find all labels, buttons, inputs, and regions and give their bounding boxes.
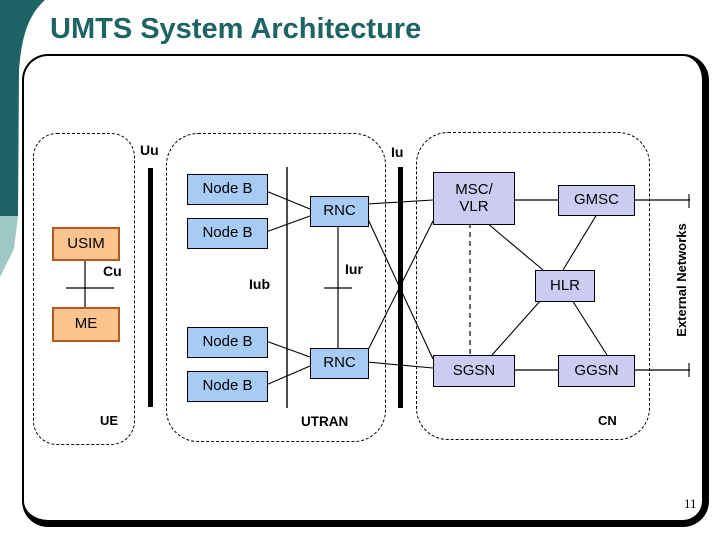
node-box-rnc-1: RNC (310, 196, 369, 227)
connector-hlr-ggsn (571, 299, 608, 356)
connector-rnc1-sgsn (366, 216, 434, 360)
connector-rnc2-sgsn (366, 361, 434, 369)
interface-label-iur: Iur (345, 261, 363, 277)
interface-label-iu: Iu (391, 144, 404, 160)
node-box-rnc-2: RNC (310, 348, 369, 379)
group-ue (33, 133, 135, 445)
connector-mscvlr-hlr (486, 222, 544, 271)
node-box-sgsn: SGSN (433, 355, 515, 387)
node-box-gmsc: GMSC (558, 185, 635, 216)
group-label-ue: UE (100, 413, 119, 428)
interface-label-iub: Iub (249, 276, 270, 292)
group-cn (416, 132, 650, 440)
slide-corner-decoration (0, 0, 45, 277)
connector-nodeb1-rnc1 (265, 190, 311, 210)
node-box-usim: USIM (52, 227, 120, 261)
connector-nodeb3-rnc2 (265, 340, 311, 358)
group-label-utran: UTRAN (301, 414, 349, 429)
group-utran (166, 133, 386, 442)
node-box-hlr: HLR (535, 270, 595, 302)
page-title: UMTS System Architecture (50, 13, 422, 45)
external-networks-label: External Networks (674, 223, 689, 337)
connector-nodeb4-rnc2 (265, 365, 311, 386)
connector-gmsc-hlr (562, 213, 598, 271)
node-box-me: ME (52, 307, 120, 342)
corner-wedge-dark (0, 0, 45, 216)
node-box-ggsn: GGSN (558, 355, 635, 387)
connector-rnc1-mscvlr (366, 199, 434, 205)
connector-rnc2-mscvlr (366, 220, 434, 353)
connector-nodeb2-rnc1 (265, 215, 311, 233)
group-label-cn: CN (598, 413, 617, 428)
mscvlr-label-top: MSC/ (455, 180, 493, 198)
connector-hlr-sgsn (491, 299, 542, 356)
node-box-mscvlr: MSC/ VLR (433, 172, 515, 225)
node-box-nodeb-3: Node B (187, 327, 268, 358)
node-box-nodeb-2: Node B (187, 218, 268, 249)
node-box-nodeb-4: Node B (187, 371, 268, 402)
page-number: 11 (684, 496, 697, 511)
interface-label-uu: Uu (140, 142, 159, 158)
interface-label-cu: Cu (103, 263, 122, 279)
mscvlr-label-bottom: VLR (459, 197, 489, 215)
edge-band-light (0, 216, 18, 277)
node-box-nodeb-1: Node B (187, 174, 268, 205)
